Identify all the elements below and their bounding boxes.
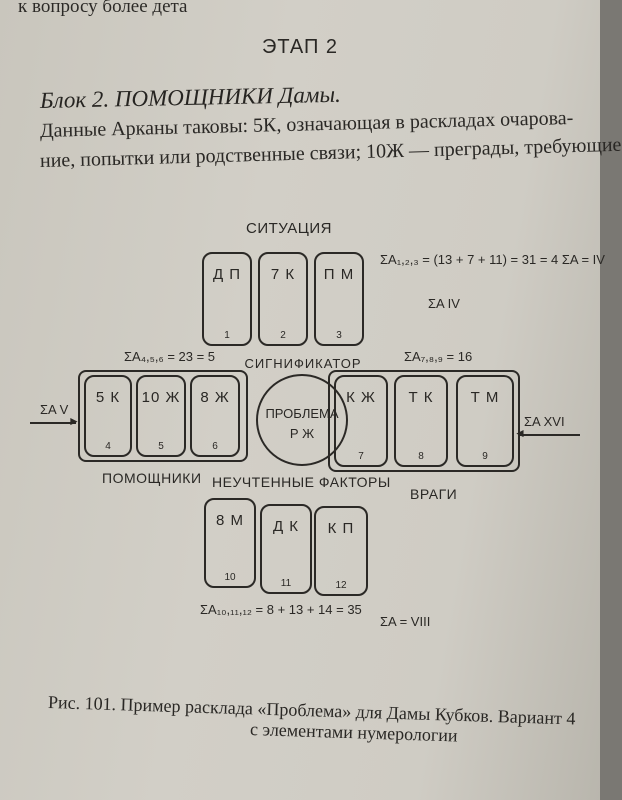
card-number: 2 (280, 330, 286, 341)
previous-text-fragment: к вопросу более дета (18, 0, 188, 17)
card-label: Д К (272, 518, 300, 535)
card-label: Д П (212, 266, 242, 283)
significator-card: Р Ж (289, 426, 315, 441)
enemies-frame (328, 370, 520, 472)
left-sum: ΣA V (40, 402, 69, 417)
helpers-frame (78, 370, 248, 462)
card-label: К П (327, 520, 355, 537)
card-1: Д П 1 (202, 252, 252, 346)
card-number: 6 (212, 441, 218, 452)
card-label: 5 К (95, 389, 121, 406)
card-number: 7 (358, 451, 364, 462)
card-number: 3 (336, 330, 342, 341)
card-number: 4 (105, 441, 111, 452)
stage-heading: ЭТАП 2 (261, 36, 339, 58)
card-number: 12 (335, 580, 347, 591)
card-12: К П 12 (314, 506, 368, 596)
block-title: Блок 2. ПОМОЩНИКИ Дамы. (39, 81, 342, 113)
sum-enemies: ΣA₇,₈,₉ = 16 (404, 349, 473, 364)
left-arrow-line (30, 422, 76, 424)
helpers-title: ПОМОЩНИКИ (102, 470, 202, 486)
card-label: 7 К (270, 266, 296, 283)
card-11: Д К 11 (260, 504, 312, 594)
card-number: 11 (280, 578, 292, 589)
right-arrow-head-icon: ◄ (514, 426, 526, 440)
left-arrow-head-icon: ► (68, 414, 80, 428)
card-label: 10 Ж (141, 389, 181, 406)
card-number: 10 (224, 572, 236, 583)
card-7: К Ж 7 (334, 375, 388, 467)
card-4: 5 К 4 (84, 375, 132, 457)
card-6: 8 Ж 6 (190, 375, 240, 457)
right-sum: ΣA XVI (524, 414, 565, 429)
situation-title: СИТУАЦИЯ (246, 220, 333, 237)
card-5: 10 Ж 5 (136, 375, 186, 457)
card-9: Т М 9 (456, 375, 514, 467)
sum-helpers: ΣA₄,₅,₆ = 23 = 5 (124, 349, 216, 364)
significator-circle: СИГНИФИКАТОР ПРОБЛЕМА Р Ж (244, 356, 361, 466)
sum-top: ΣA₁,₂,₃ = (13 + 7 + 11) = 31 = 4 ΣA = IV (380, 252, 605, 267)
card-8: Т К 8 (394, 375, 448, 467)
spread-diagram: СИТУАЦИЯ Д П 1 7 К 2 П М 3 ΣA₁,₂,₃ = (13… (0, 210, 605, 630)
card-label: П М (323, 266, 355, 283)
sum-top-roman: ΣA IV (428, 296, 460, 311)
card-number: 5 (158, 441, 164, 452)
card-label: Т К (408, 389, 434, 406)
sum-bottom-roman: ΣA = VIII (380, 614, 431, 629)
card-label: К Ж (346, 389, 376, 406)
card-10: 8 М 10 (204, 498, 256, 588)
card-2: 7 К 2 (258, 252, 308, 346)
card-number: 1 (224, 330, 230, 341)
card-number: 9 (482, 451, 488, 462)
significator-problem: ПРОБЛЕМА (265, 406, 339, 421)
card-label: Т М (470, 389, 500, 406)
right-arrow-line (520, 434, 580, 436)
card-label: 8 М (215, 512, 244, 529)
card-number: 8 (418, 451, 424, 462)
card-label: 8 Ж (200, 389, 230, 406)
sum-bottom: ΣA₁₀,₁₁,₁₂ = 8 + 13 + 14 = 35 (200, 602, 362, 617)
significator-label: СИГНИФИКАТОР (244, 356, 362, 371)
card-3: П М 3 (314, 252, 364, 346)
unaccounted-title: НЕУЧТЕННЫЕ ФАКТОРЫ (212, 474, 391, 490)
enemies-title: ВРАГИ (410, 486, 458, 502)
